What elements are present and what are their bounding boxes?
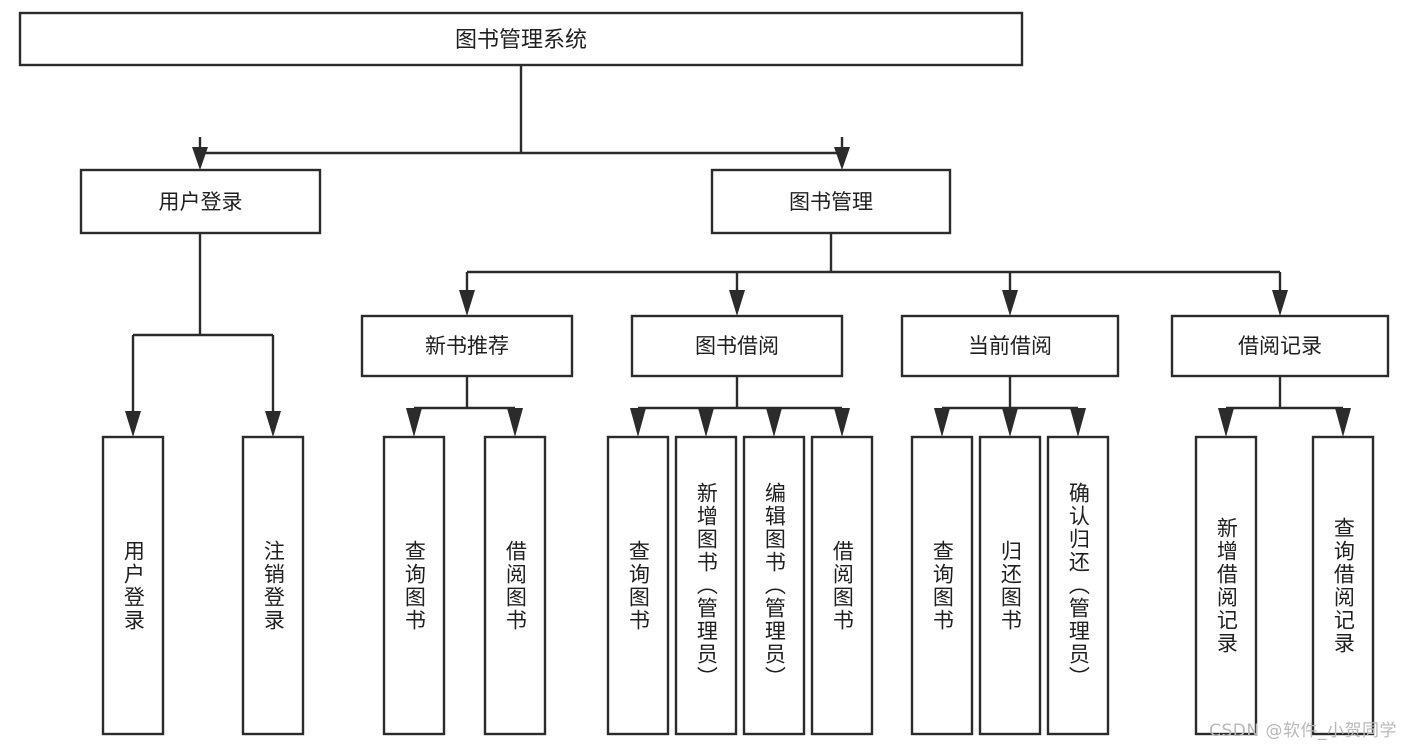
node-box-leaf-5[interactable] <box>674 435 738 736</box>
node-box-leaf-1[interactable] <box>241 435 305 736</box>
node-box-leaf-10[interactable] <box>1046 435 1110 736</box>
node-label-new-book-recommend: 新书推荐 <box>425 334 509 358</box>
arrowhead-l2-2 <box>1002 290 1018 316</box>
node-box-book-management[interactable] <box>710 168 952 235</box>
node-box-leaf-7[interactable] <box>810 435 874 736</box>
node-user-login[interactable]: 用户登录 <box>79 168 322 235</box>
arrowhead-lf-12 <box>1335 408 1351 437</box>
node-box-book-borrow[interactable] <box>630 314 844 378</box>
node-label-current-borrow: 当前借阅 <box>968 334 1052 358</box>
arrowhead-l2-1 <box>729 290 745 316</box>
node-new-book-recommend[interactable]: 新书推荐 <box>360 314 574 378</box>
arrowhead-lf-5 <box>698 408 714 437</box>
arrowhead-lf-6 <box>766 408 782 437</box>
node-box-leaf-0[interactable] <box>101 435 165 736</box>
arrowhead-lf-10 <box>1070 408 1086 437</box>
node-current-borrow[interactable]: 当前借阅 <box>900 314 1120 378</box>
node-box-leaf-12[interactable] <box>1311 435 1375 736</box>
arrowhead-l2-3 <box>1272 290 1288 316</box>
node-box-leaf-4[interactable] <box>606 435 670 736</box>
node-root-title[interactable]: 图书管理系统 <box>18 11 1024 67</box>
edges-root-to-level1 <box>192 65 850 170</box>
leaf-boxes <box>101 435 1375 736</box>
arrowhead-lf-0 <box>125 411 141 437</box>
node-book-borrow[interactable]: 图书借阅 <box>630 314 844 378</box>
node-borrow-records[interactable]: 借阅记录 <box>1170 314 1390 378</box>
node-box-leaf-3[interactable] <box>483 435 547 736</box>
node-box-leaf-9[interactable] <box>978 435 1042 736</box>
arrowhead-lf-1 <box>265 411 281 437</box>
arrowhead-lf-3 <box>507 408 523 437</box>
arrowhead-lf-11 <box>1218 408 1234 437</box>
node-book-management[interactable]: 图书管理 <box>710 168 952 235</box>
node-box-leaf-8[interactable] <box>910 435 974 736</box>
arrowhead-root-l1-0 <box>192 147 208 170</box>
arrowhead-lf-4 <box>630 408 646 437</box>
arrowhead-lf-2 <box>406 408 422 437</box>
node-box-leaf-2[interactable] <box>382 435 446 736</box>
edges-newbook-to-leaves <box>406 376 523 437</box>
edges-userlogin-to-leaves <box>125 233 281 437</box>
node-label-book-management: 图书管理 <box>789 190 873 214</box>
edges-borrowrecords-to-leaves <box>1218 376 1351 437</box>
arrowhead-lf-9 <box>1002 408 1018 437</box>
arrowhead-lf-8 <box>934 408 950 437</box>
node-box-root[interactable] <box>18 11 1024 67</box>
node-box-leaf-11[interactable] <box>1194 435 1258 736</box>
node-label-borrow-records: 借阅记录 <box>1238 334 1322 358</box>
arrowhead-root-l1-1 <box>834 147 850 170</box>
node-label-root: 图书管理系统 <box>455 28 587 53</box>
arrowhead-lf-7 <box>834 408 850 437</box>
node-label-user-login: 用户登录 <box>159 190 243 214</box>
node-label-book-borrow: 图书借阅 <box>695 334 779 358</box>
arrowhead-l2-0 <box>459 290 475 316</box>
node-box-leaf-6[interactable] <box>742 435 806 736</box>
edges-currentborrow-to-leaves <box>934 376 1086 437</box>
edges-bookborrow-to-leaves <box>630 376 850 437</box>
edges-bookmgmt-to-level2 <box>459 233 1288 316</box>
